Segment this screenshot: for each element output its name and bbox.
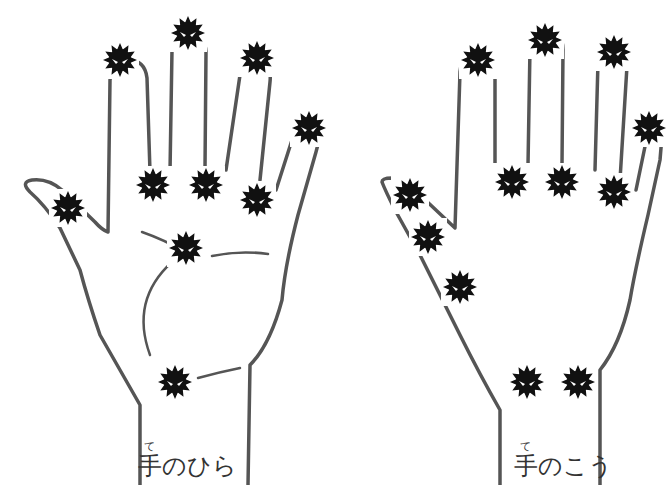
furigana: て: [520, 441, 531, 452]
furigana: て: [144, 441, 155, 452]
caption-label: 手のひら: [138, 454, 237, 478]
back-outline: [382, 30, 663, 485]
germ-icons: [49, 14, 668, 401]
caption-label: 手のこう: [514, 454, 613, 478]
palm-outline: [25, 33, 318, 485]
